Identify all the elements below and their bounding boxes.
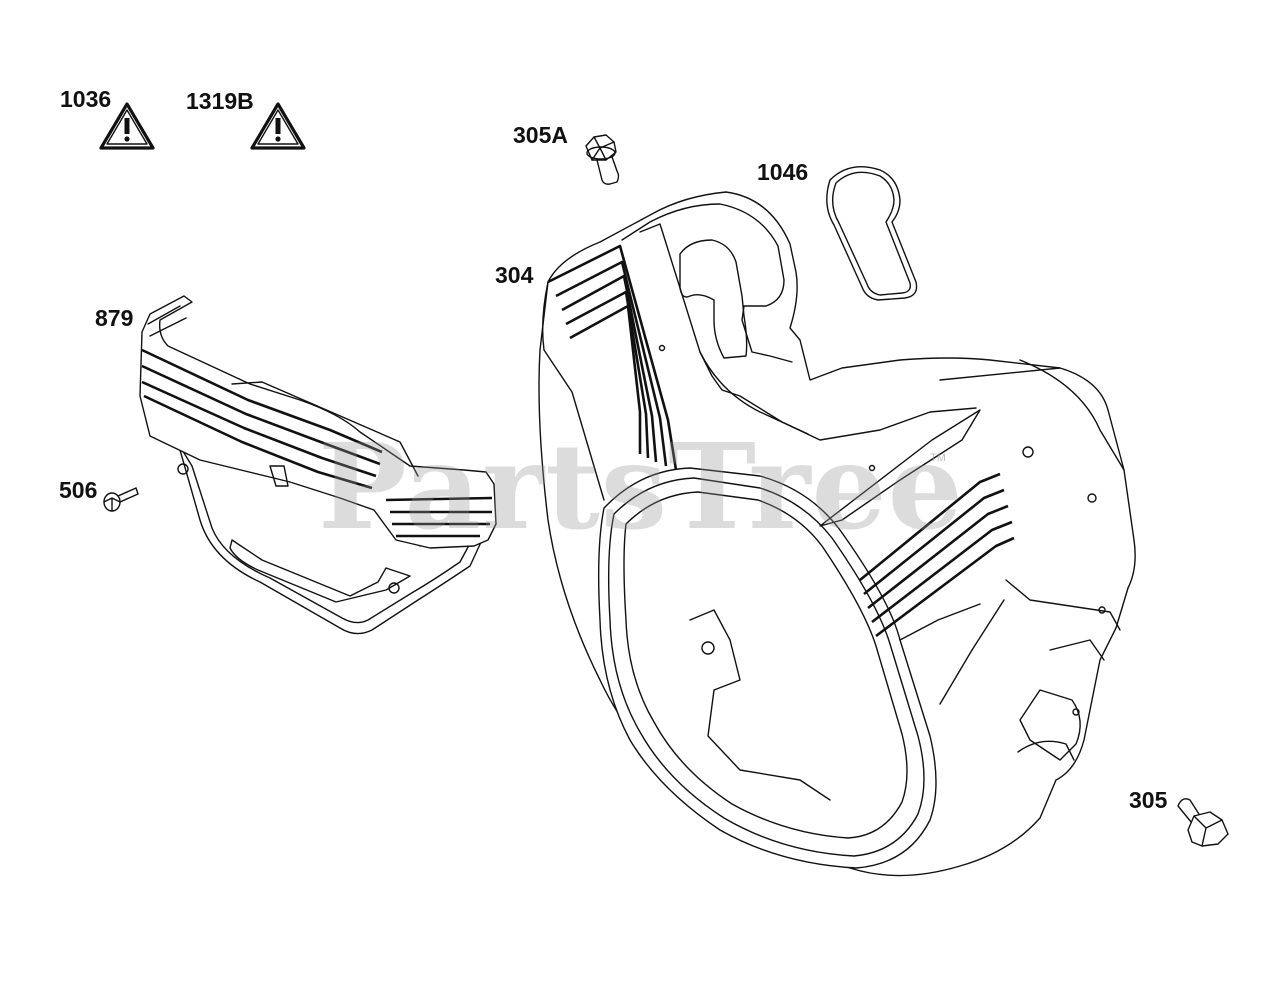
- bolt-305[interactable]: [1177, 798, 1229, 847]
- warning-decal-1036[interactable]: [99, 102, 155, 150]
- bolt-305a[interactable]: [585, 134, 620, 185]
- watermark-trademark: TM: [930, 452, 946, 464]
- label-879[interactable]: 879: [95, 305, 134, 331]
- label-1319b[interactable]: 1319B: [186, 88, 254, 114]
- gasket-1046[interactable]: [826, 166, 918, 301]
- label-506[interactable]: 506: [59, 477, 98, 503]
- warning-triangle-icon: [275, 118, 281, 134]
- label-305a[interactable]: 305A: [513, 122, 568, 148]
- label-1036[interactable]: 1036: [60, 86, 112, 112]
- warning-decal-1319b[interactable]: [250, 102, 306, 150]
- label-1046[interactable]: 1046: [757, 159, 809, 185]
- label-305[interactable]: 305: [1129, 787, 1168, 813]
- blower-housing-304[interactable]: [538, 191, 1136, 877]
- label-304[interactable]: 304: [495, 262, 534, 288]
- screw-506[interactable]: [103, 487, 139, 512]
- guard-879[interactable]: [139, 295, 497, 635]
- warning-triangle-icon: [124, 118, 130, 134]
